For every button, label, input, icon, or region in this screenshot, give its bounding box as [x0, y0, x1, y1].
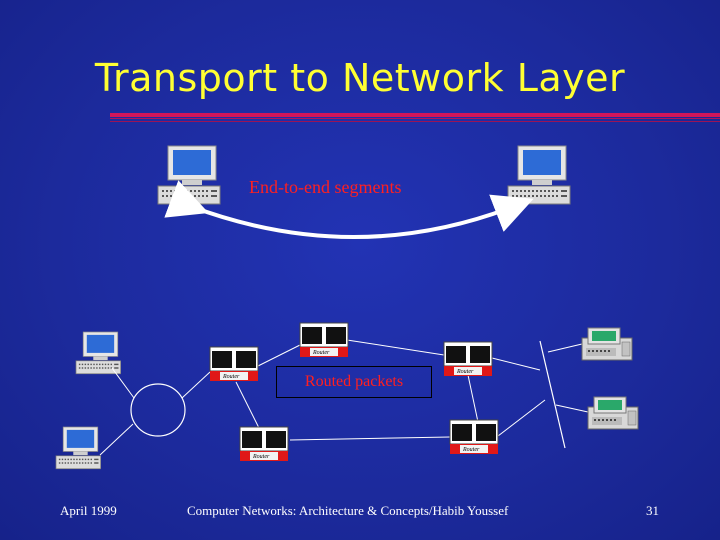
link-line — [547, 343, 583, 353]
router-icon — [299, 322, 349, 358]
title-underline — [110, 113, 720, 117]
end-to-end-arrow — [164, 180, 534, 239]
computer-icon — [507, 145, 571, 205]
router-icon — [239, 426, 289, 462]
bus-line — [539, 340, 566, 449]
computer-icon — [157, 145, 221, 205]
router-links — [235, 339, 546, 441]
server-icon — [587, 396, 639, 430]
link-line — [111, 367, 135, 399]
title-underline-thin — [110, 118, 720, 119]
title-underline-thin — [110, 121, 720, 122]
lan-ring — [130, 383, 186, 437]
routed-packets-label: Routed packets — [276, 366, 432, 398]
slide-title: Transport to Network Layer — [94, 56, 626, 100]
computer-icon — [55, 426, 101, 470]
computer-icon — [75, 331, 121, 375]
server-icon — [581, 327, 633, 361]
link-line — [99, 423, 134, 456]
link-line — [555, 404, 589, 413]
router-icon — [449, 419, 499, 455]
router-icon — [443, 341, 493, 377]
router-icon — [209, 346, 259, 382]
end-to-end-label: End-to-end segments — [249, 177, 402, 197]
footer-page-number: 31 — [646, 503, 659, 518]
footer-course: Computer Networks: Architecture & Concep… — [187, 503, 509, 518]
footer-date: April 1999 — [60, 503, 117, 518]
link-line — [181, 371, 211, 399]
